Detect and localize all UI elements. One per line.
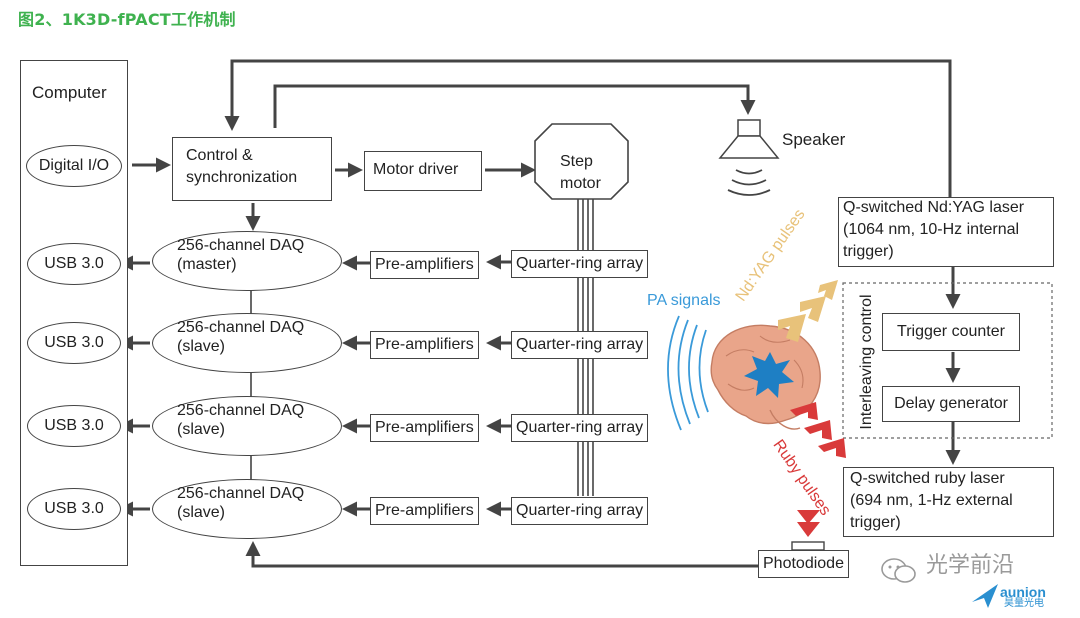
daq-slave-3: 256-channel DAQ (slave) bbox=[152, 479, 342, 539]
quarter-ring-array-2: Quarter-ring array bbox=[511, 331, 649, 359]
ndyag-line1: Q-switched Nd:YAG laser bbox=[843, 199, 1025, 216]
daq-slave-1-line2: (slave) bbox=[177, 338, 226, 355]
daq-slave-2: 256-channel DAQ (slave) bbox=[152, 396, 342, 456]
photodiode-box: Photodiode bbox=[758, 550, 849, 578]
control-sync-line2: synchronization bbox=[186, 169, 298, 186]
daq-slave-1: 256-channel DAQ (slave) bbox=[152, 313, 342, 373]
delay-generator-box: Delay generator bbox=[882, 386, 1020, 422]
daq-master-line1: 256-channel DAQ bbox=[177, 237, 305, 254]
ndyag-line2: (1064 nm, 10-Hz internal bbox=[843, 221, 1020, 238]
preamp-4: Pre-amplifiers bbox=[370, 497, 479, 525]
figure-title: 图2、1K3D-fPACT工作机制 bbox=[18, 10, 236, 29]
control-sync-box bbox=[172, 137, 332, 201]
pa-signals-label: PA signals bbox=[647, 292, 721, 309]
quarter-ring-array-4: Quarter-ring array bbox=[511, 497, 649, 525]
aunion-logo-icon bbox=[972, 584, 998, 608]
ruby-line1: Q-switched ruby laser bbox=[850, 470, 1005, 487]
usb-port-4: USB 3.0 bbox=[27, 488, 121, 530]
daq-master: 256-channel DAQ (master) bbox=[152, 231, 342, 291]
interleaving-control-label: Interleaving control bbox=[858, 294, 875, 430]
control-sync-line1: Control & bbox=[186, 147, 253, 164]
motor-driver-box bbox=[364, 151, 482, 191]
watermark-logo-sub: 昊量光电 bbox=[1004, 598, 1044, 609]
step-motor-shape bbox=[534, 123, 629, 200]
preamp-1: Pre-amplifiers bbox=[370, 251, 479, 279]
watermark-brand: 光学前沿 bbox=[926, 553, 1015, 578]
computer-label: Computer bbox=[32, 83, 107, 102]
daq-master-line2: (master) bbox=[177, 256, 237, 273]
quarter-ring-array-1: Quarter-ring array bbox=[511, 250, 649, 278]
watermark-logo-text: aunion bbox=[1000, 584, 1046, 600]
usb-port-1: USB 3.0 bbox=[27, 243, 121, 285]
daq-slave-2-line1: 256-channel DAQ bbox=[177, 402, 305, 419]
digital-io-port: Digital I/O bbox=[26, 145, 122, 187]
daq-slave-1-line1: 256-channel DAQ bbox=[177, 319, 305, 336]
wechat-icon bbox=[881, 558, 916, 583]
usb-port-2: USB 3.0 bbox=[27, 322, 121, 364]
ndyag-line3: trigger) bbox=[843, 243, 894, 260]
motor-driver-label: Motor driver bbox=[373, 161, 459, 178]
ruby-line3: trigger) bbox=[850, 514, 901, 531]
step-motor-line2: motor bbox=[560, 175, 601, 192]
quarter-ring-array-3: Quarter-ring array bbox=[511, 414, 649, 442]
ndyag-laser-box bbox=[838, 197, 1054, 267]
trigger-counter-box: Trigger counter bbox=[882, 313, 1020, 351]
daq-slave-3-line1: 256-channel DAQ bbox=[177, 485, 305, 502]
preamp-2: Pre-amplifiers bbox=[370, 331, 479, 359]
step-motor-line1: Step bbox=[560, 153, 593, 170]
daq-slave-3-line2: (slave) bbox=[177, 504, 226, 521]
preamp-3: Pre-amplifiers bbox=[370, 414, 479, 442]
ruby-laser-box bbox=[843, 467, 1054, 537]
daq-slave-2-line2: (slave) bbox=[177, 421, 226, 438]
speaker-label: Speaker bbox=[782, 130, 846, 149]
usb-port-3: USB 3.0 bbox=[27, 405, 121, 447]
ruby-line2: (694 nm, 1-Hz external bbox=[850, 492, 1013, 509]
